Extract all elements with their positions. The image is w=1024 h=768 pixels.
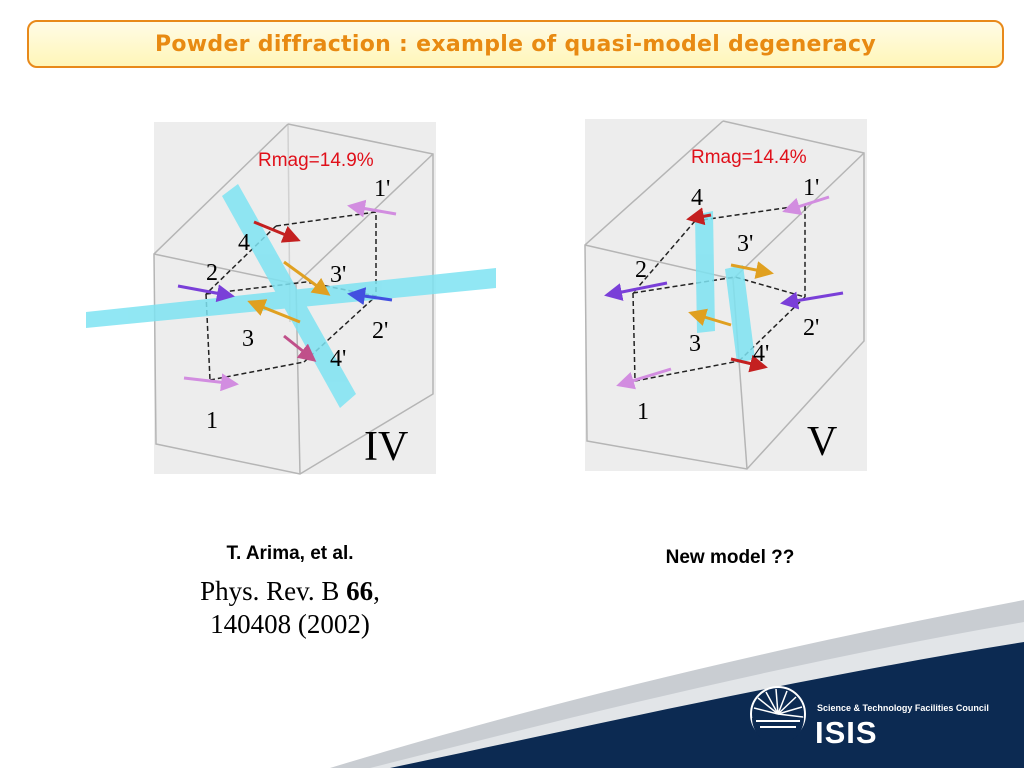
footer-swoosh xyxy=(330,600,1024,768)
title-banner: Powder diffraction : example of quasi-mo… xyxy=(27,20,1004,68)
moment-4 xyxy=(686,207,712,226)
model-v-figure: Rmag=14.4% 1' 4 3' 2 2' 3 4' 1 V xyxy=(584,119,867,471)
site-label-2p: 2' xyxy=(372,318,388,344)
rmag-label: Rmag=14.4% xyxy=(691,147,807,168)
moment-4 xyxy=(253,220,301,243)
footer-organisation: Science & Technology Facilities Council xyxy=(817,703,989,713)
site-label-2p: 2' xyxy=(803,315,819,341)
site-label-4p: 4' xyxy=(330,346,346,372)
highlight-bars xyxy=(86,184,496,408)
reference-journal: Phys. Rev. B xyxy=(200,576,347,606)
moment-4p xyxy=(730,354,768,373)
inner-cell xyxy=(632,204,806,382)
site-label-3: 3 xyxy=(689,331,701,357)
site-label-4: 4 xyxy=(691,185,703,211)
reference-citation: Phys. Rev. B 66, 140408 (2002) xyxy=(150,575,430,641)
moment-1p xyxy=(782,195,830,216)
rmag-label: Rmag=14.9% xyxy=(258,150,374,171)
moment-2 xyxy=(177,284,235,303)
site-label-4: 4 xyxy=(238,230,250,256)
moment-1 xyxy=(616,367,672,390)
new-model-caption: New model ?? xyxy=(665,547,795,568)
site-label-3p: 3' xyxy=(330,262,346,288)
reference-volume: 66 xyxy=(346,576,374,606)
model-v-diagram: Rmag=14.4% 1' 4 3' 2 2' 3 4' 1 V xyxy=(584,120,865,470)
footer-swoosh-navy xyxy=(390,642,1024,768)
isis-logo-icon xyxy=(750,686,806,744)
highlight-bar-diagonal xyxy=(222,184,356,408)
slide-title: Powder diffraction : example of quasi-mo… xyxy=(154,31,877,57)
site-label-3p: 3' xyxy=(737,231,753,257)
moment-1 xyxy=(183,373,239,392)
footer-facility: ISIS xyxy=(815,715,878,750)
highlight-bar-vertical xyxy=(695,211,715,333)
site-label-1: 1 xyxy=(206,408,218,434)
moment-3p xyxy=(283,260,331,296)
moment-4p xyxy=(283,334,317,362)
magnetic-moments xyxy=(177,199,397,392)
highlight-bar-right xyxy=(725,265,755,363)
model-label: V xyxy=(807,419,837,465)
moment-3 xyxy=(688,308,732,327)
model-label: IV xyxy=(364,424,408,470)
moment-3p xyxy=(730,261,774,279)
site-label-1p: 1' xyxy=(374,176,390,202)
model-iv-diagram: Rmag=14.9% 1' 4 2 3' 2' 3 4' 1 IV xyxy=(86,123,496,475)
moment-2 xyxy=(604,281,668,301)
highlight-bars xyxy=(695,211,755,363)
reference-comma: , xyxy=(373,576,380,606)
moment-1p xyxy=(347,199,397,218)
site-label-1p: 1' xyxy=(803,175,819,201)
site-label-4p: 4' xyxy=(753,341,769,367)
moment-2p xyxy=(780,291,844,310)
reference-author: T. Arima, et al. xyxy=(226,543,354,564)
moment-2p xyxy=(347,287,393,306)
model-iv-figure: Rmag=14.9% 1' 4 2 3' 2' 3 4' 1 IV xyxy=(86,122,496,475)
site-label-3: 3 xyxy=(242,326,254,352)
site-label-1: 1 xyxy=(637,399,649,425)
reference-pages-year: 140408 (2002) xyxy=(210,609,370,639)
magnetic-moments xyxy=(604,195,844,390)
site-label-2: 2 xyxy=(635,257,647,283)
site-label-2: 2 xyxy=(206,260,218,286)
moment-3 xyxy=(247,299,301,324)
